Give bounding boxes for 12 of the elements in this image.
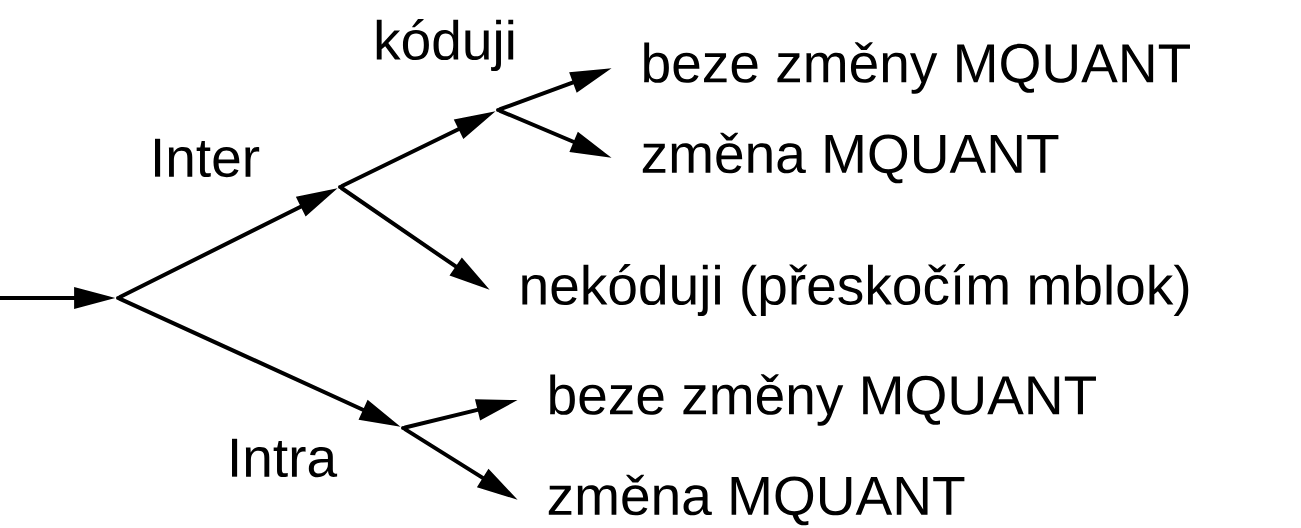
edge-label: Inter [155, 138, 260, 178]
branch-point [338, 185, 342, 189]
option-text: beze změny MQUANT [644, 42, 1190, 94]
option-text: změna MQUANT [642, 132, 1059, 184]
branch-point [116, 296, 120, 300]
option-text: beze změny MQUANT [550, 374, 1096, 426]
branch-point [496, 108, 500, 112]
edge-label: kóduji [376, 19, 514, 71]
edge-label: Intra [232, 438, 338, 478]
option-text: změna MQUANT [548, 474, 965, 526]
branch-point [401, 426, 405, 430]
option-text: nekóduji (přeskočím mblok) [522, 264, 1189, 316]
